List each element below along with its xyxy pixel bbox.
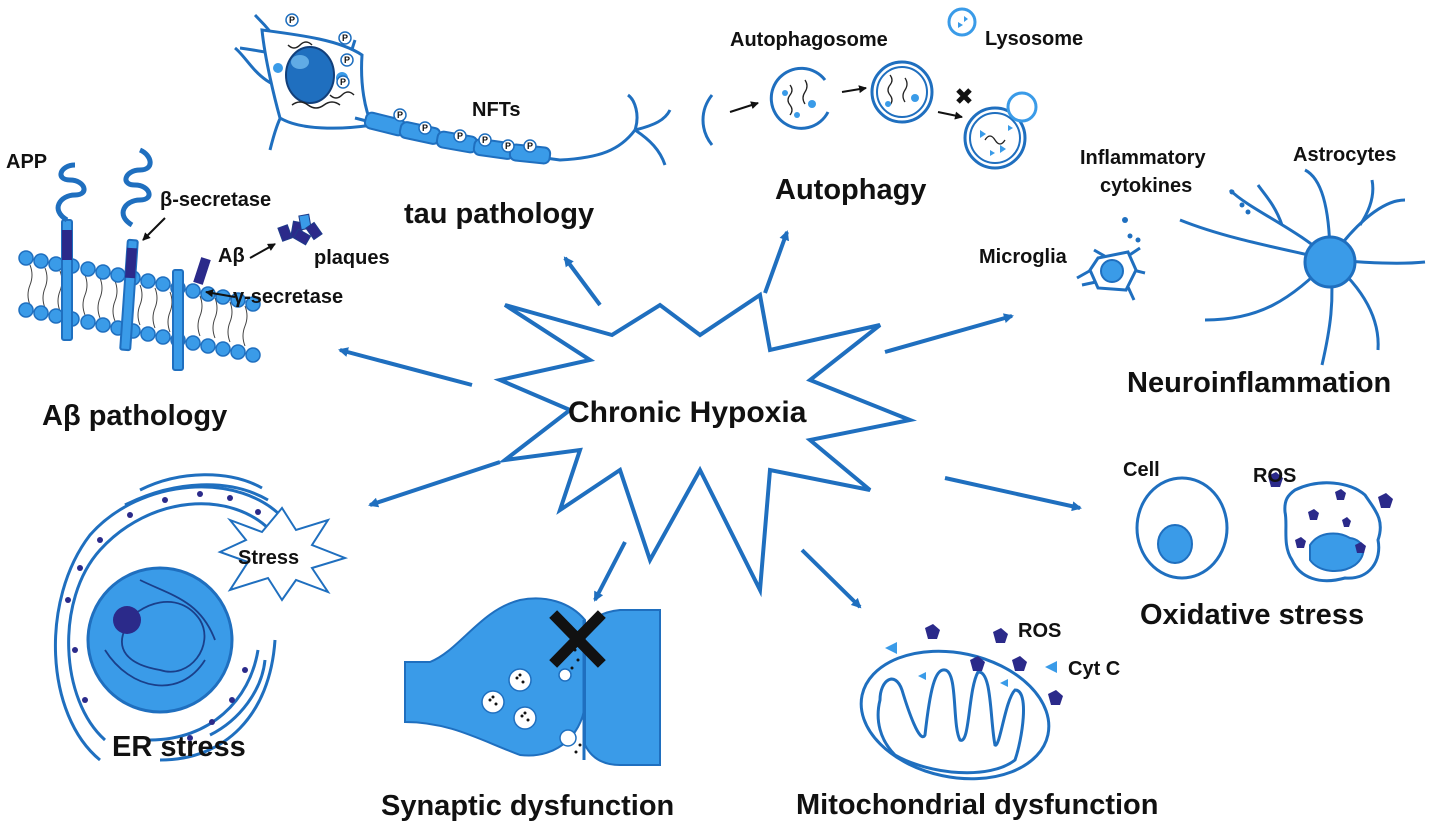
arrow-to-mito <box>800 548 862 609</box>
er-stress-title: ER stress <box>112 731 246 763</box>
mitochondrial-dysfunction-title: Mitochondrial dysfunction <box>796 789 1159 821</box>
mito-illustration <box>859 624 1063 781</box>
radiating-arrows <box>338 230 1082 609</box>
microglia <box>1076 246 1146 301</box>
gamma-secretase-label: γ-secretase <box>233 286 344 308</box>
neuroinflammation-title: Neuroinflammation <box>1127 367 1392 399</box>
p-mark: P <box>397 110 403 120</box>
microglia-label: Microglia <box>979 246 1067 268</box>
tau-p-marks: P P P P P P P P P P <box>289 15 533 151</box>
tau-neuron-illustration <box>234 13 672 166</box>
oxidative-stress-title: Oxidative stress <box>1140 599 1365 631</box>
ros-label-oxidative: ROS <box>1253 465 1297 487</box>
nfts-label: NFTs <box>472 99 521 121</box>
cell-label: Cell <box>1123 459 1160 481</box>
tau-pathology-title: tau pathology <box>404 198 595 230</box>
center-starburst <box>493 291 917 598</box>
ros-label-mito: ROS <box>1018 620 1062 642</box>
p-mark: P <box>342 33 348 43</box>
p-mark: P <box>340 77 346 87</box>
arrow-to-abeta <box>338 347 473 387</box>
p-mark: P <box>344 55 350 65</box>
cytokine-dots <box>1122 189 1251 243</box>
stress-label: Stress <box>238 547 300 569</box>
p-mark: P <box>505 141 511 151</box>
arrow-to-synaptic <box>593 541 627 602</box>
synaptic-dysfunction-title: Synaptic dysfunction <box>381 790 675 822</box>
plaques-label: plaques <box>314 247 390 269</box>
stress-burst <box>217 506 349 602</box>
astrocyte <box>1179 168 1426 366</box>
oxidative-illustration <box>1135 472 1393 583</box>
abeta-pathology-title: Aβ pathology <box>42 400 228 432</box>
arrow-to-neuroinflammation <box>884 313 1014 354</box>
p-mark: P <box>289 15 295 25</box>
autophagy-title: Autophagy <box>775 174 927 206</box>
cytokines-label-line2: cytokines <box>1100 175 1193 197</box>
autophagy-illustration <box>701 7 1038 170</box>
abeta-membrane-illustration <box>18 147 323 371</box>
plaques-cluster <box>277 213 323 246</box>
p-mark: P <box>422 123 428 133</box>
app-label: APP <box>6 151 48 173</box>
er-illustration <box>53 473 349 762</box>
synapse-illustration <box>404 597 661 766</box>
cytokines-label-line1: Inflammatory <box>1080 147 1206 169</box>
cytc-label: Cyt C <box>1068 658 1121 680</box>
beta-secretase-label: β-secretase <box>160 189 272 211</box>
arrow-to-er <box>368 460 501 508</box>
center-label: Chronic Hypoxia <box>568 396 807 429</box>
p-mark: P <box>527 141 533 151</box>
lysosome-label: Lysosome <box>985 28 1084 50</box>
p-mark: P <box>457 131 463 141</box>
autophagosome-label: Autophagosome <box>730 29 888 51</box>
abeta-label: Aβ <box>218 245 245 267</box>
p-mark: P <box>482 135 488 145</box>
astrocytes-label: Astrocytes <box>1293 144 1397 166</box>
arrow-to-tau <box>563 256 602 307</box>
arrow-to-oxidative <box>944 476 1082 512</box>
neuroinflammation-illustration <box>1076 168 1426 366</box>
arrow-to-autophagy <box>763 230 789 294</box>
